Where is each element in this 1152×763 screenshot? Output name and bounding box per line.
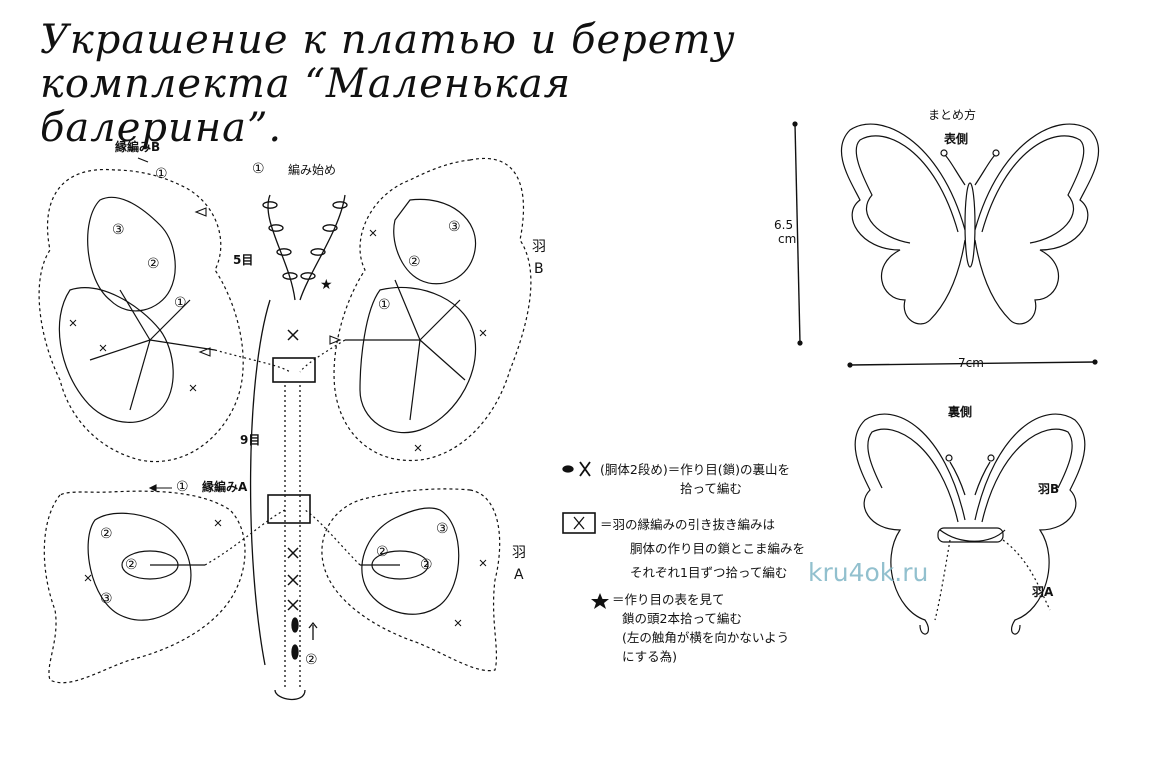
legend-item-1-line-1: (胴体2段め)＝作り目(鎖)の裏山を <box>600 462 790 477</box>
edge-a-label: 縁編みA <box>202 480 248 494</box>
row-marker-1-lower: ① <box>176 479 189 495</box>
start-label: 編み始め <box>288 163 337 177</box>
row-marker-3-right: ③ <box>448 219 461 235</box>
legend-symbols <box>562 461 609 609</box>
row-marker-2-right: ② <box>408 254 421 270</box>
row-marker-3-lower: ③ <box>100 591 113 607</box>
assembly-wing-b-label: 羽B <box>1038 482 1060 496</box>
height-unit: cm <box>778 232 797 246</box>
watermark: kru4ok.ru <box>808 558 929 587</box>
row-marker-2-lower: ② <box>100 526 113 542</box>
wing-a-letter: A <box>514 567 524 583</box>
assembly-wing-a-label: 羽A <box>1032 585 1054 599</box>
wing-a-kanji: 羽 <box>512 545 526 561</box>
legend-item-1: (胴体2段め)＝作り目(鎖)の裏山を 拾って編む <box>600 460 790 498</box>
legend-item-2-line-1: ＝羽の縁編みの引き抜き編みは <box>600 517 776 532</box>
assembly-back-butterfly <box>854 413 1086 635</box>
label-arrows <box>137 157 342 492</box>
assembly-front-butterfly <box>792 121 1100 368</box>
page-title: Украшение к платью и берету комплекта “М… <box>40 18 800 150</box>
left-wing-b <box>38 168 291 463</box>
butterfly-body <box>249 194 348 701</box>
width-label: 7cm <box>958 356 984 370</box>
row-marker-2: ② <box>147 256 160 272</box>
row-marker-1-right: ① <box>378 297 391 313</box>
assembly-front-label: 表側 <box>944 132 969 146</box>
nine-rows-label: 9目 <box>240 433 261 447</box>
row-marker-3: ③ <box>112 222 125 238</box>
legend-item-3-line-4: にする為) <box>622 649 678 664</box>
legend-item-2: ＝羽の縁編みの引き抜き編みは 胴体の作り目の鎖とこま編みを それぞれ1目ずつ拾っ… <box>600 513 805 585</box>
right-wing-a <box>304 488 501 672</box>
wing-b-letter: B <box>534 261 544 277</box>
legend-item-3: ＝作り目の表を見て 鎖の頭2本拾って編む (左の触角が横を向かないよう にする為… <box>612 590 789 666</box>
legend-item-1-line-2: 拾って編む <box>680 481 742 496</box>
row-marker-1: ① <box>155 166 168 182</box>
row-marker-3-lower-right: ③ <box>436 521 449 537</box>
stitch-marks <box>69 229 487 627</box>
legend-item-2-line-2: 胴体の作り目の鎖とこま編みを <box>630 541 806 556</box>
legend-item-3-line-2: 鎖の頭2本拾って編む <box>622 611 742 626</box>
legend-item-3-line-1: ＝作り目の表を見て <box>612 592 725 607</box>
row-marker-2b-lower-right: ② <box>420 557 433 573</box>
row-marker-1b: ① <box>174 295 187 311</box>
row-marker-2-lower-right: ② <box>376 544 389 560</box>
row-marker-start: ① <box>252 161 265 177</box>
legend-item-2-line-3: それぞれ1目ずつ拾って編む <box>630 565 788 580</box>
row-marker-2b-lower: ② <box>125 557 138 573</box>
star-marker: ★ <box>320 277 333 293</box>
left-wing-a <box>43 490 286 684</box>
height-value: 6.5 <box>774 218 794 232</box>
wing-b-kanji: 羽 <box>532 239 546 255</box>
row-marker-body-2: ② <box>305 652 318 668</box>
title-line-1: Украшение к платью и берету <box>40 17 736 63</box>
edge-b-label: 縁編みB <box>115 140 161 154</box>
assembly-back-label: 裏側 <box>948 405 973 419</box>
five-rows-label: 5目 <box>233 253 254 267</box>
right-wing-b <box>299 157 532 462</box>
assembly-heading: まとめ方 <box>928 108 977 122</box>
legend-item-3-line-3: (左の触角が横を向かないよう <box>622 630 790 645</box>
title-line-2: комплекта “Маленькая балерина”. <box>40 61 572 151</box>
